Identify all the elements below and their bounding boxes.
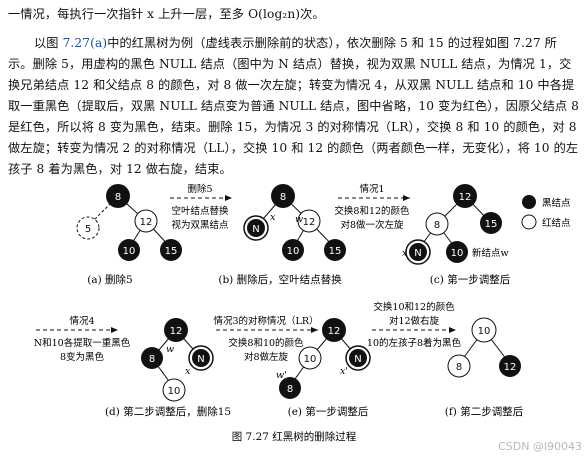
svg-text:10的左孩子8着为黑色: 10的左孩子8着为黑色 <box>367 337 462 349</box>
node-10-black <box>118 239 140 261</box>
node-12-red <box>134 209 158 233</box>
svg-text:12: 12 <box>459 192 472 203</box>
caption-a: (a) 删除5 <box>87 273 132 286</box>
tree-a: 8 5 12 10 15 (a) 删除5 <box>76 184 182 286</box>
svg-text:黑结点: 黑结点 <box>542 197 571 209</box>
svg-text:交换10和12的颜色: 交换10和12的颜色 <box>373 301 455 313</box>
svg-text:w: w <box>166 344 174 355</box>
caption-c: (c) 第一步调整后 <box>430 273 510 286</box>
svg-text:对12做右旋: 对12做右旋 <box>389 315 440 327</box>
caption-e: (e) 第一步调整后 <box>288 405 369 418</box>
svg-text:x: x <box>270 212 276 223</box>
node-8-label: 8 <box>115 192 121 203</box>
svg-text:N: N <box>252 224 259 235</box>
svg-text:10: 10 <box>304 354 317 365</box>
arrow-4: 情况3的对称情况（LR） 交换8和10的颜色 对8做左旋 <box>213 315 318 363</box>
watermark: CSDN @l90043 <box>498 440 582 453</box>
svg-text:15: 15 <box>329 246 342 257</box>
svg-text:对8做左旋: 对8做左旋 <box>244 351 289 363</box>
svg-text:N: N <box>197 354 204 365</box>
node-10-label: 10 <box>123 246 136 257</box>
svg-text:12: 12 <box>504 362 517 373</box>
svg-text:8: 8 <box>456 362 462 373</box>
svg-text:空叶结点替换: 空叶结点替换 <box>171 205 229 217</box>
legend: 黑结点 红结点 <box>521 195 571 230</box>
tree-f: 10 8 12 (f) 第二步调整后 <box>445 317 523 418</box>
node-15-black <box>160 239 182 261</box>
svg-text:新结点w: 新结点w <box>472 247 509 259</box>
arrow-3: 情况4 N和10各提取一重黑色 8变为黑色 <box>34 315 131 363</box>
svg-text:12: 12 <box>170 326 183 337</box>
tree-b: 8 N x 12 w 10 15 (b) 删除后，空叶结点替换 <box>218 184 346 286</box>
svg-text:N和10各提取一重黑色: N和10各提取一重黑色 <box>34 337 131 349</box>
legend-red-icon <box>521 214 537 230</box>
paragraph-1: 一情况，每执行一次指针 x 上升一层，至多 O(log₂n)次。 <box>8 7 325 21</box>
svg-text:10: 10 <box>478 326 491 337</box>
svg-text:N: N <box>414 248 421 259</box>
caption-d: (d) 第二步调整后，删除15 <box>105 405 231 418</box>
svg-text:8变为黑色: 8变为黑色 <box>60 351 105 363</box>
node-5-label: 5 <box>85 224 91 235</box>
arrow-1: 删除5 空叶结点替换 视为双黑结点 <box>170 183 232 231</box>
svg-text:情况1: 情况1 <box>359 183 384 195</box>
para2-a: 以图 <box>34 36 63 50</box>
svg-text:w: w <box>295 214 303 225</box>
svg-text:删除5: 删除5 <box>187 183 212 195</box>
svg-text:15: 15 <box>485 219 498 230</box>
svg-text:8: 8 <box>287 384 293 395</box>
svg-text:8: 8 <box>149 354 155 365</box>
svg-text:8: 8 <box>280 192 286 203</box>
svg-text:10: 10 <box>287 246 300 257</box>
para2-b: 中的红黑树为例（虚线表示删除前的状态），依次删除 5 和 15 的过程如图 7.… <box>8 36 579 176</box>
figure-ref-link[interactable]: 7.27(a) <box>62 36 108 50</box>
caption-b: (b) 删除后，空叶结点替换 <box>218 273 342 286</box>
caption-f: (f) 第二步调整后 <box>445 405 523 418</box>
legend-black-icon <box>522 195 536 209</box>
node-15-label: 15 <box>165 246 178 257</box>
svg-text:N: N <box>354 354 361 365</box>
svg-text:12: 12 <box>328 326 341 337</box>
svg-text:视为双黑结点: 视为双黑结点 <box>171 219 229 231</box>
arrow-5: 交换10和12的颜色 对12做右旋 10的左孩子8着为黑色 <box>367 301 462 349</box>
figure-title: 图 7.27 红黑树的删除过程 <box>232 430 357 443</box>
svg-text:红结点: 红结点 <box>542 217 571 229</box>
svg-text:10: 10 <box>451 248 464 259</box>
node-12-label: 12 <box>140 217 153 228</box>
svg-text:交换8和12的颜色: 交换8和12的颜色 <box>334 205 410 217</box>
paragraph-2: 以图 7.27(a)中的红黑树为例（虚线表示删除前的状态），依次删除 5 和 1… <box>8 33 580 180</box>
svg-text:10: 10 <box>168 386 181 397</box>
tree-c: 12 8 15 N x 10 新结点w (c) 第一步调整后 <box>402 184 510 286</box>
svg-text:交换8和10的颜色: 交换8和10的颜色 <box>228 337 304 349</box>
svg-text:8: 8 <box>434 220 440 231</box>
svg-text:w': w' <box>276 370 287 381</box>
node-8-black <box>106 184 130 208</box>
svg-text:x: x <box>402 248 408 259</box>
tree-e: 12 10 N x' 8 w' (e) 第一步调整后 <box>276 318 371 418</box>
node-5-dashed <box>76 216 100 240</box>
svg-text:情况3的对称情况（LR）: 情况3的对称情况（LR） <box>213 315 318 327</box>
svg-text:对8做一次左旋: 对8做一次左旋 <box>340 219 404 231</box>
svg-text:情况4: 情况4 <box>69 315 94 327</box>
svg-text:x': x' <box>340 366 348 377</box>
tree-d: 12 8 w N x 10 (d) 第二步调整后，删除15 <box>105 318 231 418</box>
svg-text:12: 12 <box>303 217 316 228</box>
svg-text:x: x <box>185 366 191 377</box>
arrow-2: 情况1 交换8和12的颜色 对8做一次左旋 <box>334 183 410 231</box>
